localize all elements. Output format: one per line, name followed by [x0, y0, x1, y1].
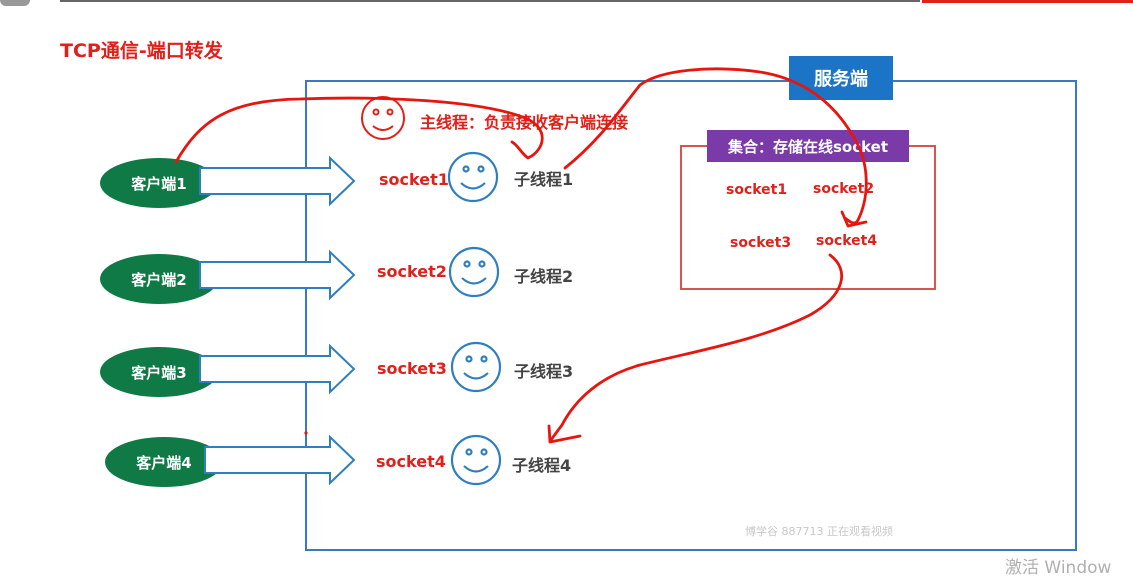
- client-2: 客户端2: [100, 254, 218, 304]
- main-thread-smiley-icon: [361, 96, 405, 140]
- arrow-client-3: [199, 343, 356, 395]
- page-title: TCP通信-端口转发: [60, 40, 223, 62]
- set-item-socket3: socket3: [730, 235, 792, 251]
- thread-label-4: 子线程4: [512, 456, 572, 475]
- thread-smiley-icon-3: [450, 341, 502, 393]
- thread-label-1: 子线程1: [514, 170, 574, 189]
- watermark: 博学谷 887713 正在观看视频: [745, 525, 893, 538]
- server-box: [305, 80, 1077, 551]
- set-item-socket2: socket2: [813, 181, 875, 197]
- client-4: 客户端4: [105, 437, 223, 487]
- main-thread-label: 主线程：负责接收客户端连接: [420, 113, 629, 132]
- set-label: 集合：存储在线socket: [707, 130, 909, 162]
- thread-smiley-icon-1: [447, 151, 499, 203]
- client-3: 客户端3: [100, 347, 218, 397]
- annotation-arrowhead-set: [840, 210, 868, 228]
- arrow-client-2: [199, 249, 356, 301]
- arrow-client-1: [199, 155, 356, 207]
- socket-label-1: socket1: [379, 170, 449, 189]
- annotation-main-thread-to-set: [563, 67, 868, 225]
- top-accent-bar: [922, 0, 1133, 3]
- annotation-client1-to-main-thread: [174, 96, 544, 164]
- top-divider: [60, 0, 920, 2]
- annotation-dot: [304, 431, 308, 435]
- thread-smiley-icon-4: [450, 434, 502, 486]
- annotation-arrowhead-thread4: [547, 424, 582, 444]
- set-item-socket1: socket1: [726, 182, 788, 198]
- thread-label-3: 子线程3: [514, 362, 574, 381]
- window-corner: [0, 0, 30, 6]
- annotation-set-to-thread4: [549, 253, 844, 442]
- thread-smiley-icon-2: [448, 246, 500, 298]
- client-1: 客户端1: [100, 158, 218, 208]
- socket-label-3: socket3: [377, 359, 447, 378]
- set-item-socket4: socket4: [816, 233, 878, 249]
- arrow-client-4: [204, 434, 356, 486]
- socket-label-2: socket2: [377, 262, 447, 281]
- thread-label-2: 子线程2: [514, 267, 574, 286]
- server-label: 服务端: [789, 56, 893, 100]
- socket-label-4: socket4: [376, 452, 446, 471]
